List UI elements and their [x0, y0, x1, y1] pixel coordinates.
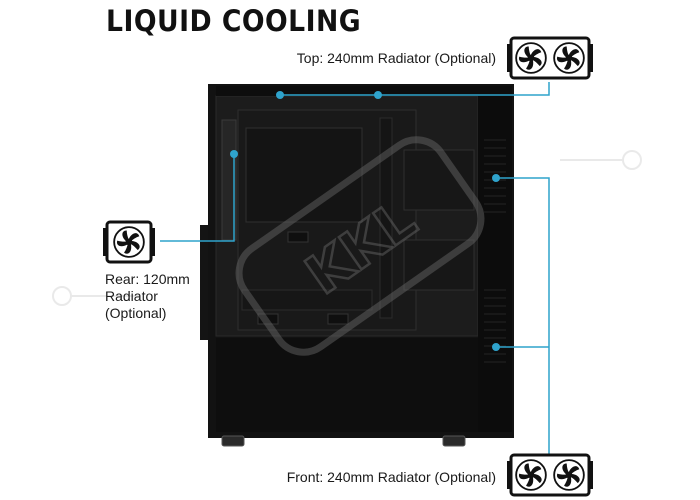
expansion-area [241, 289, 373, 311]
top-dot-1 [276, 91, 284, 99]
rear-radiator-label-line-3: (Optional) [105, 305, 167, 321]
tray-hole [287, 231, 309, 243]
rear-fan-mount [221, 119, 237, 241]
rear-callout-line [160, 154, 235, 242]
front-panel [478, 96, 512, 432]
rear-radiator-label-line-2: Radiator [105, 288, 158, 304]
top-strip [216, 86, 512, 96]
rear-radiator-label-line-1: Rear: 120mm [105, 271, 190, 287]
callout-dots [230, 91, 500, 351]
top-callout-line [280, 82, 550, 96]
front-radiator-label: Front: 240mm Radiator (Optional) [286, 469, 496, 485]
cable-channel [379, 117, 393, 319]
dual-fan-radiator-icon [507, 36, 593, 80]
case-foot-rear [221, 435, 245, 447]
front-dot-2 [492, 343, 500, 351]
pc-case [200, 84, 514, 447]
page-title: LIQUID COOLING [106, 4, 362, 38]
cable-hole-1 [257, 313, 279, 325]
single-fan-radiator-icon [103, 220, 155, 264]
rear-dot [230, 150, 238, 158]
cpu-cutout [245, 127, 363, 223]
case-foot-front [442, 435, 466, 447]
top-radiator-label: Top: 240mm Radiator (Optional) [296, 50, 496, 66]
front-callout-line [496, 177, 550, 458]
drive-bay-upper [403, 149, 475, 211]
callout-lines [160, 82, 550, 458]
rear-radiator-label: Rear: 120mm Radiator (Optional) [105, 271, 190, 322]
dual-fan-radiator-icon [507, 453, 593, 497]
top-dot-2 [374, 91, 382, 99]
drive-bay-lower [403, 239, 475, 291]
psu-shroud [216, 338, 478, 432]
cable-hole-2 [327, 313, 349, 325]
front-dot-1 [492, 174, 500, 182]
